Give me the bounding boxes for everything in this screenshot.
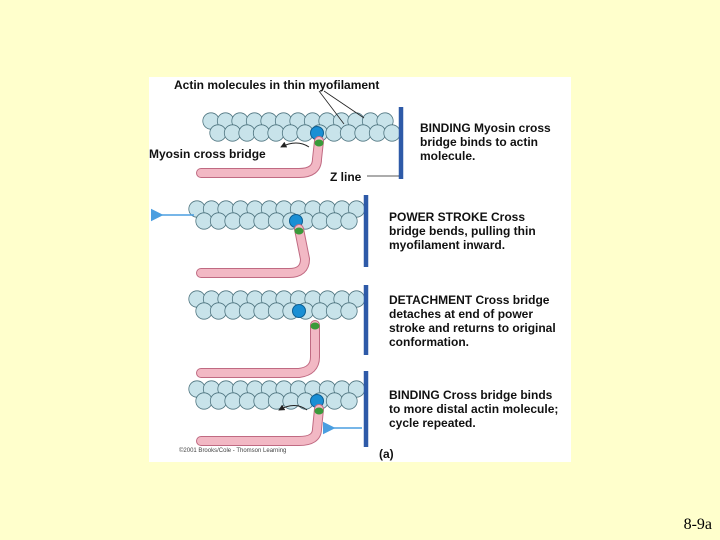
actin-bead: [341, 303, 357, 319]
step-1-line-1: BINDING Myosin cross: [420, 121, 551, 135]
myosin-motion-arrow: [281, 143, 309, 147]
slide-number: 8-9a: [684, 516, 712, 534]
step-2-line-2: bridge bends, pulling thin: [389, 224, 536, 238]
step-1-caption: BINDING Myosin cross bridge binds to act…: [420, 121, 551, 163]
actin-bead: [196, 393, 212, 409]
myosin-cross-bridge-fill: [201, 325, 315, 373]
step-1-line-3: molecule.: [420, 149, 551, 163]
myosin-cross-bridge: [201, 229, 305, 273]
actin-bead: [312, 213, 328, 229]
actin-bead: [239, 393, 255, 409]
actin-bead: [341, 213, 357, 229]
actin-bead: [210, 393, 226, 409]
myosin-head-tip: [311, 323, 320, 330]
panel-4: [189, 371, 366, 447]
panel-2: [189, 195, 366, 273]
actin-bead: [340, 125, 356, 141]
actin-bead: [326, 213, 342, 229]
actin-bead: [225, 303, 241, 319]
actin-bead: [225, 213, 241, 229]
panel-3: [189, 285, 366, 373]
z-line-label: Z line: [330, 170, 361, 184]
step-2-line-3: myofilament inward.: [389, 238, 536, 252]
actin-bead: [254, 213, 270, 229]
actin-bead: [253, 125, 269, 141]
actin-bead: [254, 393, 270, 409]
step-4-line-3: cycle repeated.: [389, 416, 558, 430]
actin-bead: [224, 125, 240, 141]
actin-bead: [239, 213, 255, 229]
actin-bead: [196, 303, 212, 319]
actin-bead: [268, 125, 284, 141]
myosin-cross-bridge: [201, 409, 319, 441]
step-4-caption: BINDING Cross bridge binds to more dista…: [389, 388, 558, 430]
actin-bead: [326, 125, 342, 141]
actin-bead: [210, 125, 226, 141]
actin-bead: [355, 125, 371, 141]
myosin-head-tip: [315, 408, 324, 415]
actin-bead: [326, 393, 342, 409]
myosin-cross-bridge-fill: [201, 229, 305, 273]
actin-bead: [268, 303, 284, 319]
myosin-cross-bridge-label: Myosin cross bridge: [149, 147, 266, 161]
actin-bead: [254, 303, 270, 319]
actin-bead: [210, 303, 226, 319]
actin-bead: [196, 213, 212, 229]
myosin-head-tip: [315, 140, 324, 147]
actin-bead: [384, 125, 400, 141]
binding-site-molecule: [293, 305, 306, 318]
actin-bead: [210, 213, 226, 229]
actin-bead: [225, 393, 241, 409]
step-2-line-1: POWER STROKE Cross: [389, 210, 536, 224]
actin-bead: [312, 303, 328, 319]
myosin-head-tip: [295, 228, 304, 235]
panel-1: [201, 107, 401, 179]
figure-part-label: (a): [379, 447, 394, 461]
step-3-line-2: detaches at end of power: [389, 307, 556, 321]
actin-bead: [341, 393, 357, 409]
actin-bead: [268, 213, 284, 229]
step-2-caption: POWER STROKE Cross bridge bends, pulling…: [389, 210, 536, 252]
step-4-line-1: BINDING Cross bridge binds: [389, 388, 558, 402]
myosin-cross-bridge: [201, 325, 315, 373]
step-3-line-4: conformation.: [389, 335, 556, 349]
actin-bead: [239, 303, 255, 319]
step-1-line-2: bridge binds to actin: [420, 135, 551, 149]
actin-bead: [282, 125, 298, 141]
copyright-text: ©2001 Brooks/Cole - Thomson Learning: [179, 448, 286, 454]
step-3-line-3: stroke and returns to original: [389, 321, 556, 335]
cross-bridge-cycle-figure: Actin molecules in thin myofilament Myos…: [149, 77, 571, 462]
actin-label: Actin molecules in thin myofilament: [174, 78, 379, 92]
step-3-caption: DETACHMENT Cross bridge detaches at end …: [389, 293, 556, 349]
step-4-line-2: to more distal actin molecule;: [389, 402, 558, 416]
actin-bead: [268, 393, 284, 409]
actin-bead: [239, 125, 255, 141]
actin-bead: [326, 303, 342, 319]
actin-bead: [369, 125, 385, 141]
step-3-line-1: DETACHMENT Cross bridge: [389, 293, 556, 307]
